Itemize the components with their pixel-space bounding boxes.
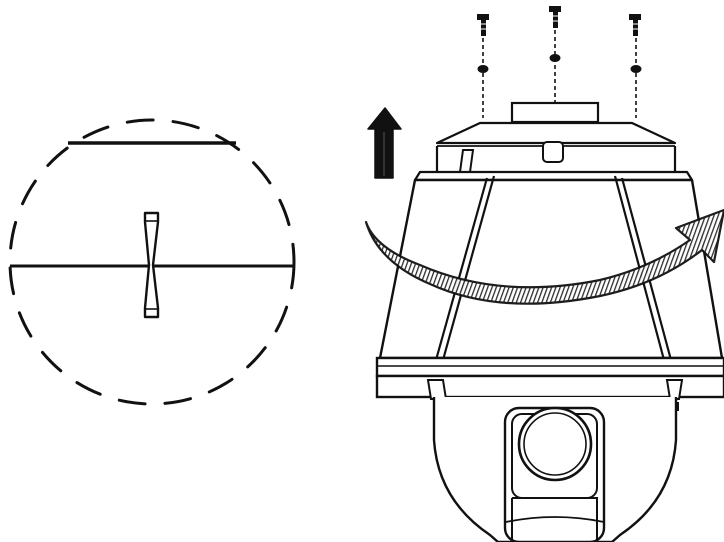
center-latch [542, 141, 564, 163]
top-plate [435, 121, 677, 145]
mount-block [510, 101, 600, 124]
lower-band [375, 356, 724, 378]
arrow-up-icon [367, 107, 402, 179]
detail-callout [8, 118, 296, 406]
camera-housing [375, 101, 724, 542]
curved-arrow-right-icon [364, 208, 724, 305]
detail-latch [143, 211, 160, 319]
detail-callout-circle [8, 118, 296, 406]
camera-lens [517, 406, 593, 482]
